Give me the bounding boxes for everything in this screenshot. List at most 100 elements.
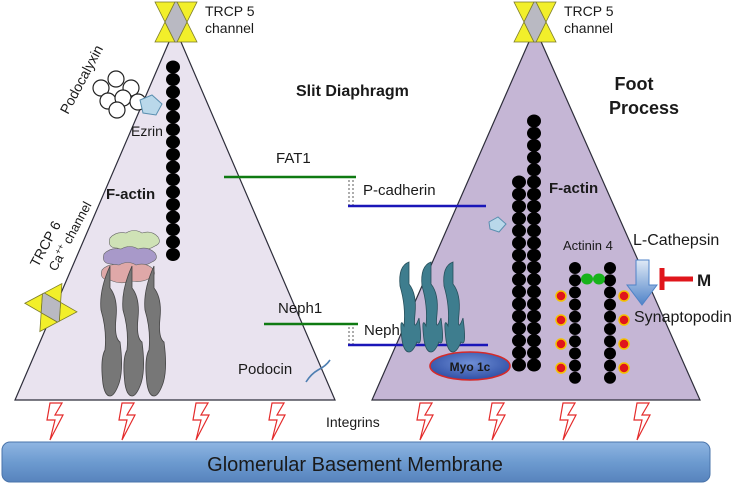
actin-bead [527, 321, 541, 335]
actin-bead [512, 321, 526, 335]
synaptopodin-bead [555, 314, 567, 326]
actin-bead [569, 286, 581, 299]
actin-bead [166, 160, 180, 174]
ezrin-label: Ezrin [131, 123, 163, 139]
integrin-bolt-icon [192, 402, 210, 441]
integrin-bolt-icon [633, 402, 651, 441]
m-label: M [697, 271, 711, 290]
actin-bead [569, 310, 581, 323]
podocalyxin-molecules [92, 70, 147, 119]
synaptopodin-bead [555, 290, 567, 302]
ezrin-fragment-right [488, 216, 507, 233]
actin-bead [527, 236, 541, 250]
actin-bead [512, 199, 526, 213]
actin-bead [512, 273, 526, 287]
l-cathepsin-label: L-Cathepsin [633, 232, 719, 249]
actin-bead [166, 123, 180, 136]
actin-bead [527, 151, 541, 165]
actin-bead [166, 98, 180, 111]
actin-bead [166, 173, 180, 186]
integrin-bolt-icon [488, 402, 506, 441]
integrin-bolts [46, 402, 651, 441]
actin-bead [527, 187, 541, 201]
trcp5-left-label-line1: TRCP 5 [205, 3, 255, 19]
actin-bead [604, 286, 616, 299]
left-actin-filament [166, 60, 180, 261]
integrin-bolt-icon [46, 402, 64, 441]
actin-bead [166, 185, 180, 199]
actin-bead [569, 298, 581, 311]
actin-bead [512, 358, 526, 372]
left-factin-label: F-actin [106, 186, 155, 203]
actin-bead [512, 309, 526, 323]
actin-bead [166, 135, 180, 149]
actin-bead [569, 323, 581, 335]
actin-bead [166, 85, 180, 99]
actin-bead [166, 198, 180, 211]
actin-bead [527, 175, 541, 189]
actin-bead [512, 187, 526, 201]
trcp5-channel-left-icon [154, 1, 198, 43]
actin-bead [604, 274, 616, 287]
podocalyxin-molecule [108, 101, 126, 119]
actin-bead [527, 224, 541, 238]
trcp5-left-label-line2: channel [205, 20, 254, 36]
actin-bead [512, 260, 526, 274]
actin-bead [527, 163, 541, 177]
left-stress-fibers [100, 265, 166, 397]
integrin-bolt-icon [559, 402, 577, 441]
gbm-label: Glomerular Basement Membrane [207, 454, 503, 476]
actin-bead [166, 248, 180, 261]
actin-bead [166, 223, 180, 236]
actin-bead [527, 260, 541, 274]
foot-process-title-line2: Process [609, 98, 679, 118]
actin-bead [527, 212, 541, 226]
actin-bead [569, 359, 581, 372]
actin-bead [527, 297, 541, 311]
integrin-bolt-icon [416, 402, 434, 441]
synaptopodin-label: Synaptopodin [634, 309, 732, 326]
actin-bead [569, 262, 581, 274]
integrin-bolt-icon [118, 402, 136, 441]
stress-fiber [122, 265, 144, 397]
myo1c-label: Myo 1c [450, 360, 491, 374]
stress-fiber [144, 265, 166, 397]
cytoplasmic-protein-cluster [101, 230, 160, 284]
actin-bead [604, 371, 616, 384]
right-actin-network [512, 114, 541, 372]
trcp6-channel-icon [24, 282, 78, 333]
actin-bead [512, 346, 526, 360]
actinin4-label: Actinin 4 [563, 238, 613, 253]
actin-bead [166, 110, 180, 124]
podocalyxin-molecule [92, 79, 110, 97]
integrin-bolt-icon [268, 402, 286, 441]
actinin-bead [593, 273, 605, 285]
actin-bead [604, 298, 616, 311]
actin-bead [527, 248, 541, 262]
actin-bead [569, 335, 581, 348]
actin-bead [527, 346, 541, 360]
synaptopodin-bead [618, 362, 630, 374]
actin-bead [569, 274, 581, 287]
trcp5-right-label-line1: TRCP 5 [564, 3, 614, 19]
stress-fiber [443, 261, 465, 353]
actin-bead [604, 323, 616, 335]
actin-bead [166, 73, 180, 86]
fat1-label: FAT1 [276, 150, 311, 167]
actin-bead [512, 334, 526, 348]
actin-bead [512, 212, 526, 226]
actin-bead [512, 248, 526, 262]
actinin4-complex [555, 262, 630, 384]
foot-process-title-line1: Foot [615, 74, 654, 94]
right-stress-fibers [399, 261, 465, 353]
ezrin-shape [139, 94, 163, 116]
actin-bead [527, 309, 541, 323]
actin-bead [604, 262, 616, 274]
actin-bead [527, 358, 541, 372]
inhibition-symbol-icon [659, 268, 693, 290]
myo1c-oval [429, 351, 511, 381]
synaptopodin-bead [618, 338, 630, 350]
actin-bead [166, 235, 180, 249]
